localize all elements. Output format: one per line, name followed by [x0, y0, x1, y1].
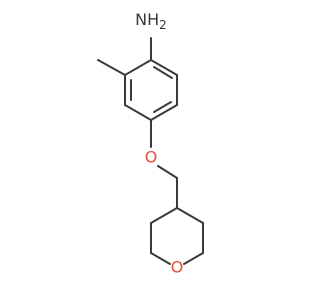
- amine-label-main: NH: [135, 10, 159, 29]
- bond-c4-c5: [124, 104, 152, 121]
- bond-c1-c2: [150, 59, 178, 76]
- aromatic-double-bond-1: [153, 66, 173, 79]
- bond-oxane-oxygen-c6: [183, 252, 204, 265]
- bond-oxane-c4-c3: [150, 207, 178, 224]
- bond-c3-c4: [150, 104, 178, 121]
- ring-oxygen-label: O: [171, 258, 184, 277]
- bond-c6-methyl: [97, 59, 126, 76]
- bond-oxane-c5-c4: [176, 207, 204, 224]
- aromatic-double-bond-2: [153, 101, 172, 113]
- amine-label-subscript: 2: [159, 18, 167, 32]
- bond-ether-oxygen-ch2: [157, 165, 178, 179]
- amine-label: NH2: [135, 10, 167, 32]
- bond-oxane-c2-oxygen: [150, 252, 171, 265]
- bond-c6-c1: [124, 59, 152, 76]
- structure-canvas: NH2 O O: [97, 9, 204, 277]
- chemical-structure-drawing: NH2 O O: [97, 10, 204, 277]
- ether-oxygen-label: O: [145, 148, 158, 167]
